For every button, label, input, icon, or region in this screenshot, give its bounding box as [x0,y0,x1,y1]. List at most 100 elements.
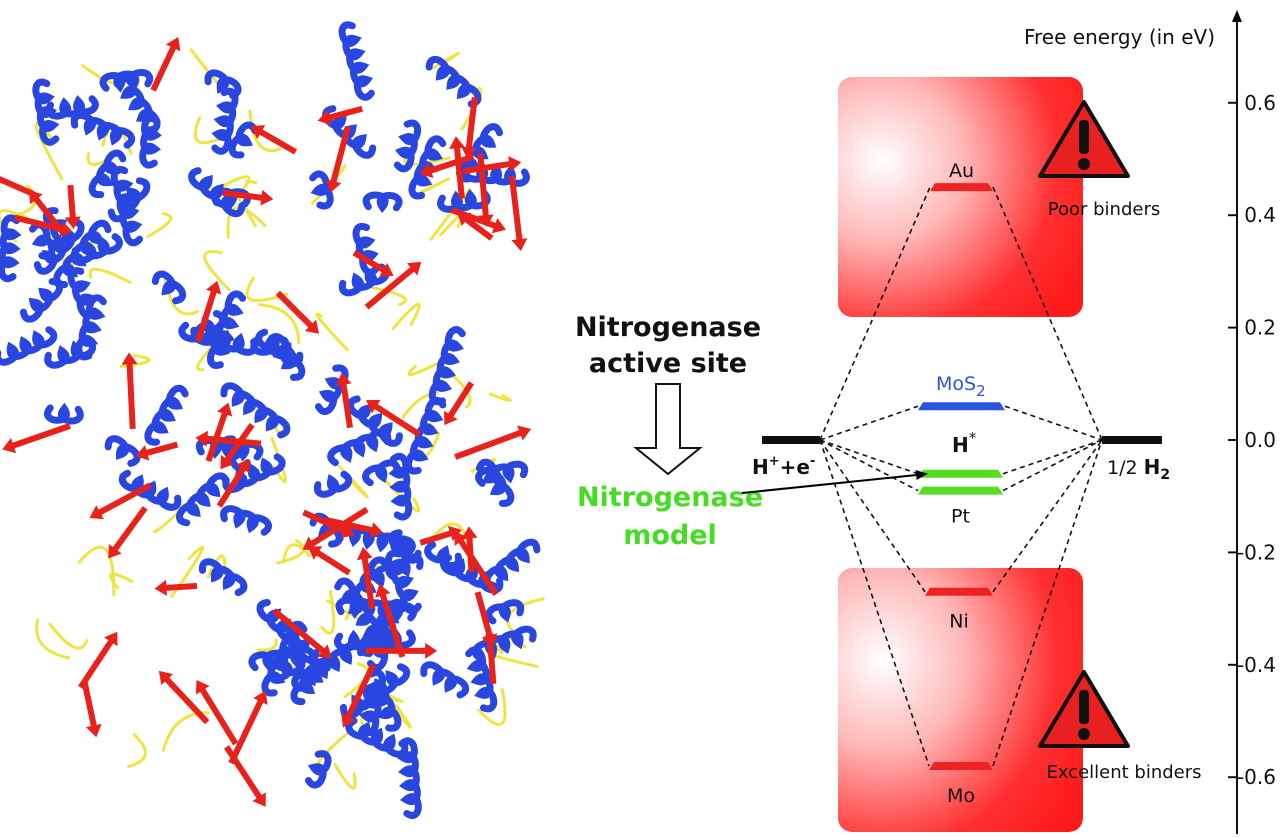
protein-helix [0,326,58,366]
protein-helix [176,472,230,527]
model-label-line1: Nitrogenase [577,482,763,513]
protein-sheet [302,509,355,538]
protein-helix [393,119,422,173]
protein-sheet [64,184,81,230]
protein-coil [391,302,421,330]
protein-sheet [222,189,274,206]
protein-helix [338,21,375,101]
protein-helix [362,191,403,214]
protein-coil [109,572,134,590]
protein-sheet [89,482,152,520]
protein-coil [170,546,205,598]
protein-sheet [307,546,351,576]
path-line-pt [819,439,1103,492]
active-site-label-line2: active site [589,348,747,379]
level-label-mo: Mo [947,785,975,807]
axis-tick-label: 0.6 [1244,91,1276,115]
protein-coil [88,267,132,284]
protein-sheet [28,189,65,234]
protein-helix [483,538,541,590]
protein-sheet [154,579,198,596]
protein-sheet [352,250,394,277]
protein-helix [207,290,247,369]
protein-sheet [444,381,475,426]
axis-tick-label: 0.4 [1244,203,1276,227]
axis-tick-label: 0.0 [1244,428,1276,452]
protein-helix [222,453,286,493]
intermediate-label: H* [952,429,977,457]
axis-tick-label: 0.2 [1244,316,1276,340]
warning-icon [1038,100,1130,178]
protein-sheet [356,547,376,610]
protein-helix [204,69,242,99]
protein-helix [291,640,365,692]
protein-sheet [461,97,478,160]
protein-helix [485,599,525,625]
level-label-pt: Pt [951,506,970,528]
protein-coil [276,539,305,565]
protein-helix [33,218,85,275]
protein-sheet [508,175,528,252]
protein-helix [345,717,409,758]
protein-coil [226,206,267,239]
protein-coil [320,590,336,635]
down-arrow-icon [633,383,703,476]
protein-coil [248,109,282,153]
protein-sheet [366,399,421,437]
protein-sheet [482,628,499,685]
axis-tick-label: -0.6 [1237,765,1276,789]
protein-sheet [78,631,118,690]
path-line-ni [819,439,1103,593]
protein-coil [488,392,512,403]
protein-helix [70,112,136,149]
model-pointer-arrow [741,470,928,494]
protein-helix [118,469,182,511]
level-mo [929,761,993,770]
poor-binders-label: Poor binders [1048,199,1160,220]
reaction-path-lines [819,186,1103,767]
protein-sheet [462,156,522,175]
protein-helix [425,56,482,108]
protein-helix [228,121,259,159]
energy-levels [762,183,1162,770]
protein-sheet [2,423,71,454]
excellent-binders-box [838,568,1083,832]
protein-helix [211,87,239,155]
excellent-binders-label: Excellent binders [1046,762,1201,783]
protein-sheet [0,163,35,197]
protein-helix [314,470,353,498]
protein-coil [370,286,407,307]
level-ni [925,587,993,596]
axis-tick-label: -0.4 [1237,653,1276,677]
protein-helix [362,459,401,487]
protein-helix [220,382,291,439]
protein-coil [48,622,89,650]
protein-helix [266,333,306,381]
protein-sheet [275,290,319,334]
protein-sheet [195,280,222,343]
protein-sheet [205,402,233,463]
active-site-label-line1: Nitrogenase [575,312,761,343]
protein-sheet [216,458,250,508]
protein-sheet [364,261,422,310]
protein-helix [304,750,332,789]
protein-helix [107,177,151,223]
protein-sheet [449,136,466,199]
protein-sheet [454,531,499,597]
protein-sheet [228,690,268,765]
protein-helix [139,115,162,169]
protein-sheet [419,525,462,546]
protein-sheet [450,207,506,234]
protein-helix [388,453,413,521]
protein-sheet [14,214,73,237]
protein-sheet [375,583,406,658]
protein-sheet [121,352,138,429]
protein-sheet [325,516,384,538]
warning-icon [1038,670,1130,748]
protein-sheet [158,670,210,725]
protein-helix [327,428,392,467]
protein-coil [245,179,258,184]
protein-coil [256,638,278,652]
